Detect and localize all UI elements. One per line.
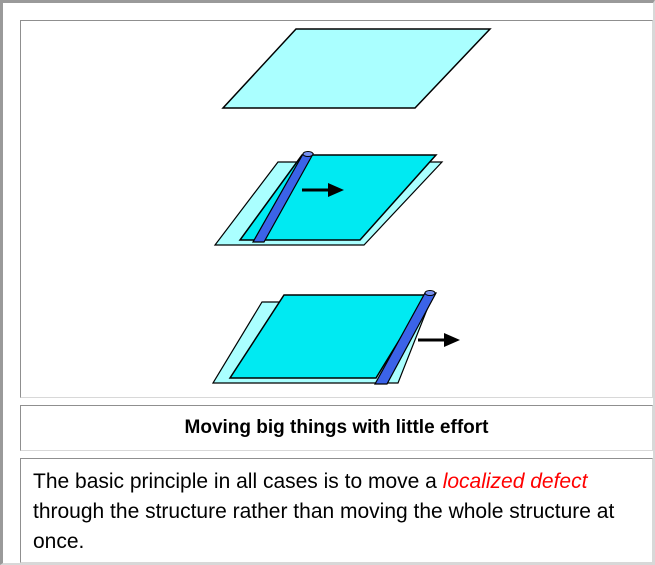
defect-right-panel (211, 290, 460, 385)
dislocation-bar-cap (424, 290, 436, 296)
upper-sheet-front (238, 154, 438, 241)
figure-title: Moving big things with little effort (184, 417, 489, 438)
description-text-before: The basic principle in all cases is to m… (33, 470, 443, 493)
motion-arrow-head-icon (444, 333, 460, 347)
flat-plane-panel (221, 28, 492, 109)
upper-sheet-front (228, 294, 429, 379)
flat-plane-sheet (221, 28, 492, 109)
dislocation-bar-cap (302, 151, 314, 157)
figure-title-cell: Moving big things with little effort (20, 405, 653, 451)
defect-left-panel (213, 151, 444, 246)
description-text-after: through the structure rather than moving… (33, 500, 615, 553)
motion-arrow-head-icon (328, 183, 344, 197)
figure-description-cell: The basic principle in all cases is to m… (20, 458, 653, 563)
description-emphasis: localized defect (442, 470, 588, 493)
figure-description: The basic principle in all cases is to m… (33, 467, 645, 557)
